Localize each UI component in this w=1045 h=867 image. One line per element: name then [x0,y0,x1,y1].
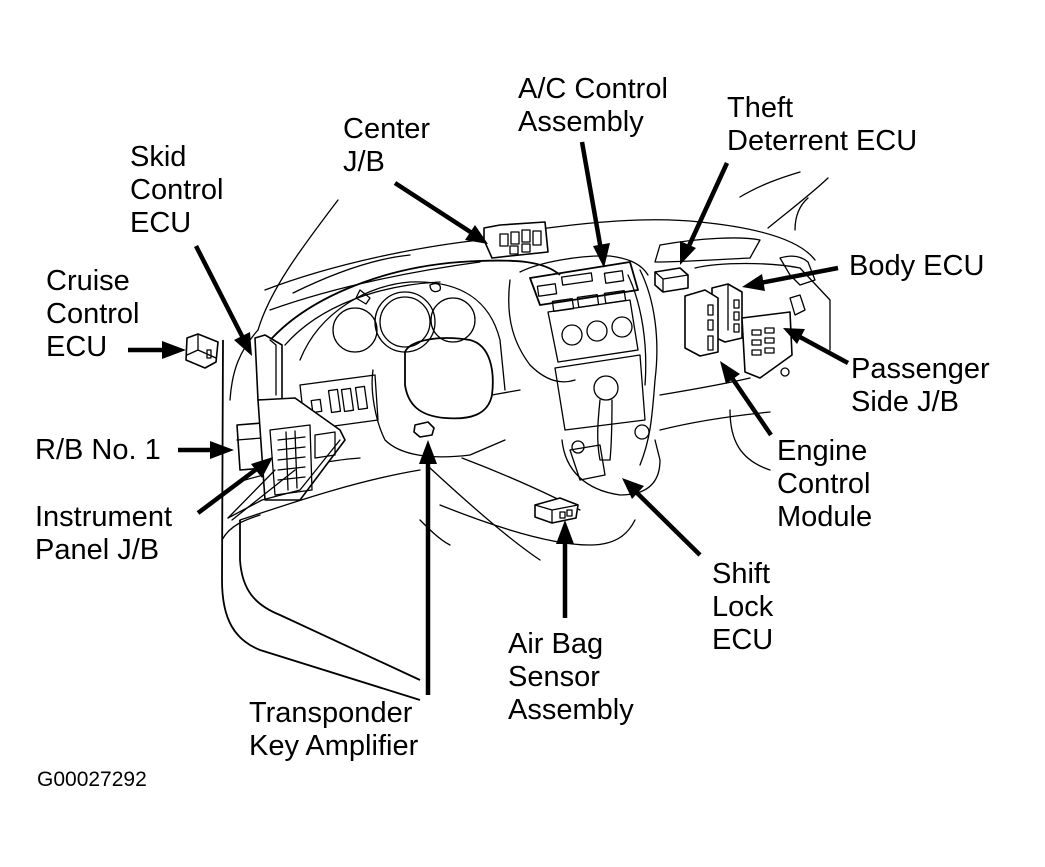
label-shift-lock-ecu: Shift Lock ECU [712,558,774,656]
arrow-instrument-panel-jb [196,457,273,515]
label-engine-control-module: Engine Control Module [777,435,873,533]
arrow-body-ecu [742,265,839,291]
passenger-side-jb-part [741,294,806,379]
leader-arrows [128,141,850,695]
label-air-bag-sensor-assembly: Air Bag Sensor Assembly [508,628,634,726]
label-body-ecu: Body ECU [849,250,985,282]
label-center-jb: Center J/B [343,113,431,178]
arrow-passenger-side-jb [783,328,850,365]
arrow-engine-control-module [720,361,773,437]
label-transponder-key-amplifier: Transponder Key Amplifier [249,697,419,762]
label-skid-control-ecu: Skid Control ECU [130,141,224,239]
arrow-shift-lock-ecu [622,478,702,557]
label-theft-deterrent-ecu: Theft Deterrent ECU [727,92,918,157]
label-instrument-panel-jb: Instrument Panel J/B [35,501,172,566]
air-bag-sensor-assembly-part [534,497,579,524]
center-jb-part [483,221,549,259]
cruise-control-ecu-part [185,333,219,369]
skid-control-ecu-part [254,334,283,401]
engine-control-module-part [684,289,719,357]
label-rb-no-1: R/B No. 1 [35,434,161,466]
instrument-panel-jb-part [227,397,346,521]
figure-id: G00027292 [37,768,147,791]
theft-deterrent-ecu-part [654,267,689,293]
transponder-key-amplifier-part [413,421,435,438]
arrow-ac-control-assembly [579,141,610,268]
label-ac-control-assembly: A/C Control Assembly [518,73,668,138]
arrow-rb-no-1 [178,441,234,459]
arrow-cruise-control-ecu [128,341,186,359]
arrow-skid-control-ecu [193,244,252,356]
label-cruise-control-ecu: Cruise Control ECU [46,265,140,363]
label-passenger-side-jb: Passenger Side J/B [851,353,990,418]
arrow-theft-deterrent-ecu [680,162,730,265]
arrow-transponder-key-amplifier [419,440,437,695]
arrow-center-jb [393,181,488,244]
arrow-air-bag-sensor-assembly [556,520,574,618]
